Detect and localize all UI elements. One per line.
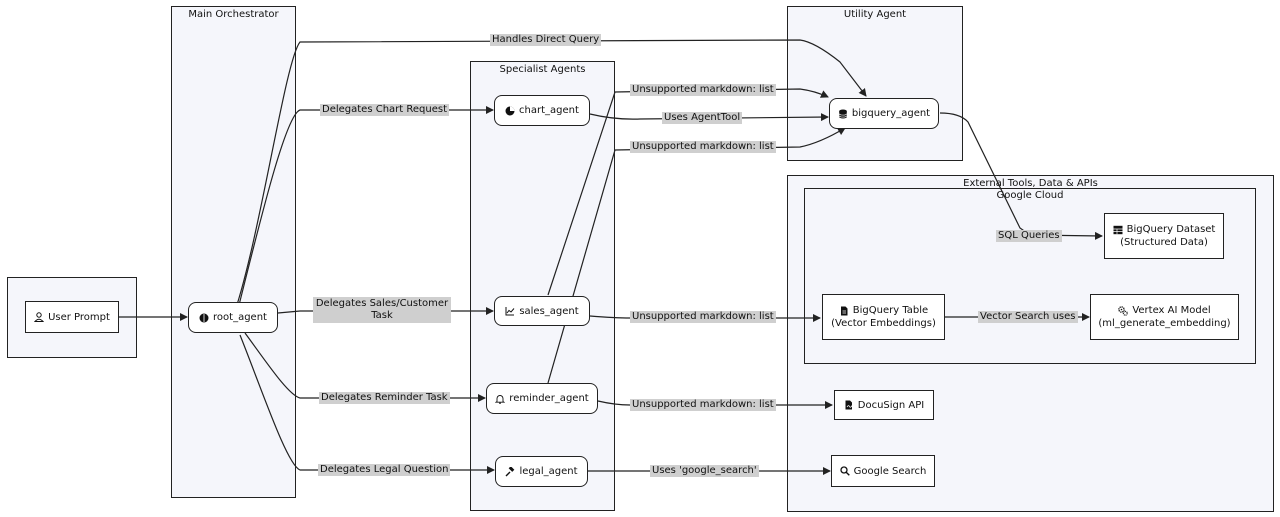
vertex-label-1: Vertex AI Model <box>1132 305 1211 316</box>
root-agent-node[interactable]: root_agent <box>188 302 278 333</box>
chart-agent-node[interactable]: chart_agent <box>494 95 590 126</box>
bq-table-title-row: BigQuery Table <box>839 304 928 317</box>
edge-md-list-1 <box>547 88 829 296</box>
utility-cluster: Utility Agent <box>787 6 963 161</box>
gavel-icon <box>505 466 515 476</box>
label-chart-request: Delegates Chart Request <box>320 104 449 116</box>
sales-agent-label: sales_agent <box>519 305 579 317</box>
gears-icon <box>1118 305 1129 316</box>
specialists-cluster-title: Specialist Agents <box>499 64 586 75</box>
utility-cluster-title: Utility Agent <box>843 9 907 20</box>
reminder-agent-node[interactable]: reminder_agent <box>486 383 598 414</box>
user-prompt-label: User Prompt <box>48 311 110 323</box>
orchestrator-cluster-title: Main Orchestrator <box>188 9 279 20</box>
edge-md-list-4 <box>597 400 833 409</box>
search-icon <box>839 466 850 476</box>
line-chart-icon <box>505 307 515 316</box>
user-icon <box>34 312 45 322</box>
brain-icon <box>199 313 209 322</box>
sales-agent-node[interactable]: sales_agent <box>494 296 590 326</box>
file-icon <box>840 306 848 315</box>
bell-icon <box>495 394 506 404</box>
label-google-search-uses: Uses 'google_search' <box>650 465 759 477</box>
edge-sql-queries <box>939 112 1103 240</box>
bq-table-label-1: BigQuery Table <box>852 305 929 316</box>
label-md-list-2: Unsupported markdown: list <box>630 141 776 153</box>
user-prompt-node[interactable]: User Prompt <box>25 301 119 333</box>
external-cluster-title: External Tools, Data & APIs <box>963 178 1098 189</box>
pie-chart-icon <box>505 106 515 115</box>
docusign-label: DocuSign API <box>857 399 925 411</box>
bq-dataset-label-1: BigQuery Dataset <box>1126 224 1216 235</box>
vertex-title-row: Vertex AI Model <box>1118 304 1211 317</box>
legal-agent-node[interactable]: legal_agent <box>495 456 588 487</box>
label-sales-task: Delegates Sales/Customer Task <box>313 297 451 323</box>
edge-agent-tool <box>589 113 829 122</box>
edge-legal-question <box>239 334 495 474</box>
label-md-list-1: Unsupported markdown: list <box>630 84 776 96</box>
google-cloud-cluster-title: Google Cloud <box>996 190 1064 201</box>
root-agent-label: root_agent <box>213 312 267 323</box>
bq-dataset-label-2: (Structured Data) <box>1120 237 1208 248</box>
bq-table-label-2: (Vector Embeddings) <box>831 318 936 329</box>
bq-dataset-node[interactable]: BigQuery Dataset (Structured Data) <box>1104 213 1224 259</box>
edge-direct-query <box>232 39 867 318</box>
vertex-label-2: (ml_generate_embedding) <box>1098 318 1231 329</box>
chart-agent-label: chart_agent <box>519 105 579 116</box>
edge-chart-request <box>235 106 494 318</box>
label-reminder-task: Delegates Reminder Task <box>319 392 450 404</box>
database-icon <box>838 109 847 118</box>
legal-agent-label: legal_agent <box>519 466 578 477</box>
reminder-agent-label: reminder_agent <box>509 393 589 404</box>
label-agent-tool: Uses AgentTool <box>662 112 743 124</box>
label-legal-question: Delegates Legal Question <box>318 464 451 476</box>
bigquery-agent-node[interactable]: bigquery_agent <box>829 98 939 129</box>
orchestrator-cluster: Main Orchestrator <box>171 6 296 498</box>
label-sql-queries: SQL Queries <box>996 230 1062 242</box>
bq-table-node[interactable]: BigQuery Table (Vector Embeddings) <box>822 294 945 340</box>
edge-md-list-2 <box>547 127 846 384</box>
label-vector-search: Vector Search uses <box>978 311 1078 323</box>
signature-icon <box>845 400 853 410</box>
edge-reminder-task <box>244 332 486 402</box>
google-search-label: Google Search <box>853 465 927 477</box>
edge-md-list-3 <box>589 314 821 322</box>
specialists-cluster: Specialist Agents <box>470 61 615 511</box>
vertex-ai-node[interactable]: Vertex AI Model (ml_generate_embedding) <box>1090 294 1239 340</box>
google-search-node[interactable]: Google Search <box>831 455 935 487</box>
docusign-node[interactable]: DocuSign API <box>834 390 934 420</box>
label-md-list-3: Unsupported markdown: list <box>630 311 776 323</box>
label-md-list-4: Unsupported markdown: list <box>630 399 776 411</box>
table-icon <box>1113 225 1123 234</box>
bq-dataset-title-row: BigQuery Dataset <box>1113 223 1216 236</box>
label-direct-query: Handles Direct Query <box>490 34 602 46</box>
bigquery-agent-label: bigquery_agent <box>851 108 931 119</box>
